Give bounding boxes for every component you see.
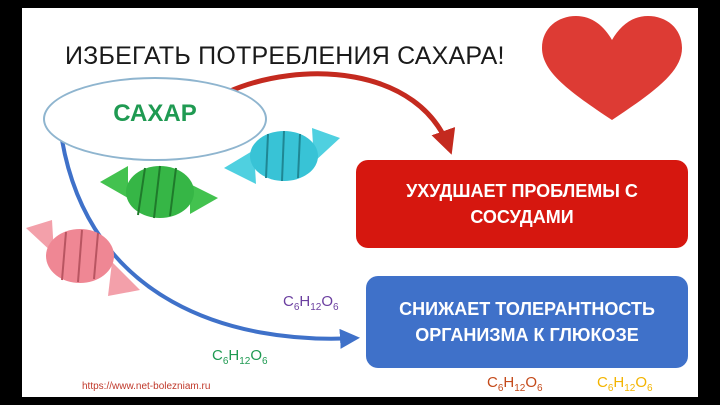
pink-candy-icon [26, 220, 140, 296]
cyan-candy-icon [224, 128, 340, 184]
sugar-ellipse [43, 77, 267, 161]
slide-title: ИЗБЕГАТЬ ПОТРЕБЛЕНИЯ САХАРА! [65, 42, 505, 70]
arrow-to-vessels [226, 71, 456, 155]
glucose-formula: C6H12O6 [283, 293, 339, 313]
sugar-label: САХАР [113, 100, 197, 127]
glucose-formula: C6H12O6 [597, 374, 653, 394]
green-candy-icon [100, 165, 218, 219]
effect-tolerance-box: СНИЖАЕТ ТОЛЕРАНТНОСТЬ ОРГАНИЗМА К ГЛЮКОЗ… [366, 276, 688, 368]
effect-vessels-box: УХУДШАЕТ ПРОБЛЕМЫ С СОСУДАМИ [356, 160, 688, 248]
glucose-formula: C6H12O6 [487, 374, 543, 394]
glucose-formula: C6H12O6 [212, 347, 268, 367]
source-url[interactable]: https://www.net-bolezniam.ru [82, 381, 211, 392]
arrow-to-tolerance [60, 139, 360, 349]
heart-icon [542, 16, 682, 120]
